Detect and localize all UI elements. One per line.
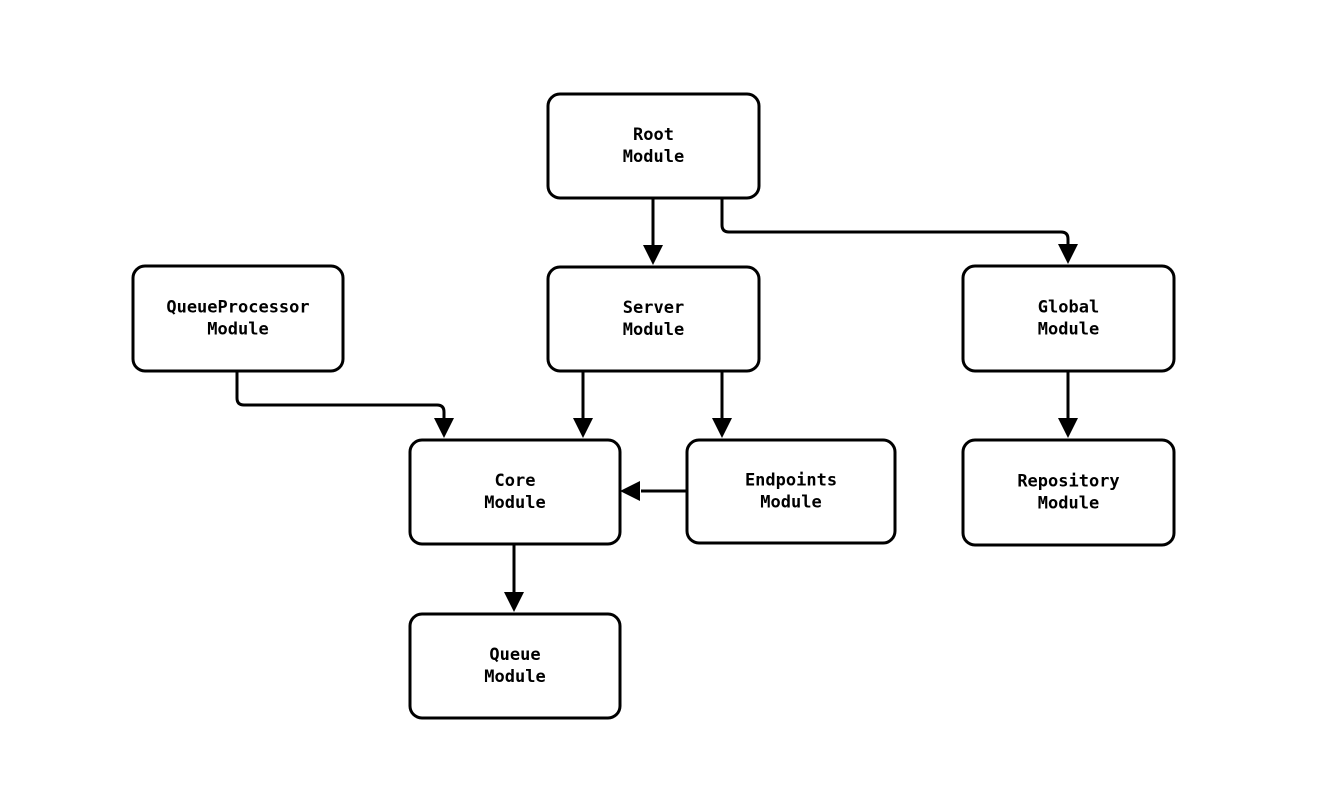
arrowhead-endpoints-core <box>620 481 640 501</box>
arrowhead-root-global <box>1058 244 1078 264</box>
node-label-endpoints-line2: Module <box>760 493 821 513</box>
node-box-queue[interactable] <box>408 612 622 720</box>
arrowhead-server-core <box>573 418 593 438</box>
nodes-layer: RootModuleQueueProcessorModuleServerModu… <box>131 92 1176 720</box>
node-box-server[interactable] <box>546 265 761 373</box>
node-label-queue-line2: Module <box>484 667 545 687</box>
arrowhead-global-repository <box>1058 418 1078 438</box>
node-box-core[interactable] <box>408 438 622 546</box>
node-box-queueprocessor[interactable] <box>131 264 345 373</box>
node-label-endpoints-line1: Endpoints <box>745 471 837 491</box>
node-label-server-line1: Server <box>623 298 684 318</box>
arrowhead-server-endpoints <box>712 418 732 438</box>
node-label-queueprocessor-line1: QueueProcessor <box>166 298 309 318</box>
edge-root-to-global <box>720 198 1070 245</box>
node-box-global[interactable] <box>961 264 1176 373</box>
arrowhead-queueprocessor-core <box>434 418 454 438</box>
node-box-endpoints[interactable] <box>685 438 897 545</box>
node-label-repository-line2: Module <box>1038 494 1099 514</box>
node-label-queueprocessor-line2: Module <box>207 320 268 340</box>
node-box-root[interactable] <box>546 92 761 200</box>
node-label-core-line1: Core <box>495 471 536 491</box>
edge-queueprocessor-to-core <box>235 371 446 418</box>
node-label-server-line2: Module <box>623 320 684 340</box>
arrowhead-root-server <box>643 245 663 265</box>
node-label-repository-line1: Repository <box>1017 472 1119 492</box>
edges-layer <box>235 198 1070 592</box>
arrowheads-layer <box>434 244 1078 612</box>
node-label-queue-line1: Queue <box>489 645 540 665</box>
node-label-global-line1: Global <box>1038 298 1099 318</box>
arrowhead-core-queue <box>504 592 524 612</box>
node-label-core-line2: Module <box>484 493 545 513</box>
node-box-repository[interactable] <box>961 438 1176 547</box>
node-label-root-line1: Root <box>633 125 674 145</box>
node-label-global-line2: Module <box>1038 320 1099 340</box>
node-label-root-line2: Module <box>623 147 684 167</box>
